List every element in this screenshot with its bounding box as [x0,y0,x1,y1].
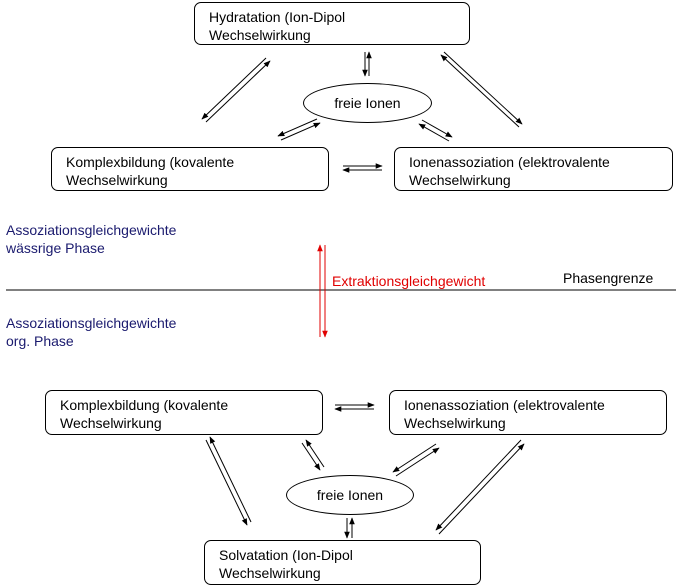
phase-boundary-label: Phasengrenze [563,270,654,286]
solvatation-box: Solvatation (Ion-Dipol Wechselwirkung [204,540,481,585]
org-phase-label-line2: org. Phase [6,333,74,349]
extraction-label: Extraktionsgleichgewicht [332,273,486,289]
eq-komplex-freie-ionen-lower [301,439,325,471]
freie-ionen-lower-ellipse: freie Ionen [286,475,414,515]
eq-hydratation-komplex [201,57,271,123]
eq-freie-ionen-komplex [277,118,321,141]
eq-komplex-ionenassoziation-upper [342,163,383,173]
aq-phase-label-line1: Assoziationsgleichgewichte [6,222,177,238]
solvatation-line1: Solvatation (Ion-Dipol [219,547,353,563]
hydratation-line1: Hydratation (Ion-Dipol [209,9,346,25]
ionenassoziation-lower-box: Ionenassoziation (elektrovalente Wechsel… [389,390,667,435]
org-phase-label: Assoziationsgleichgewichte org. Phase [6,314,176,350]
eq-freie-ionen-solvatation [344,517,355,539]
eq-hydratation-ionenassoziation [440,51,523,128]
solvatation-line2: Wechselwirkung [219,565,321,581]
ionenassoziation-lower-line2: Wechselwirkung [404,415,506,431]
komplexbildung-upper-line2: Wechselwirkung [66,172,168,188]
hydratation-line2: Wechselwirkung [209,27,311,43]
eq-hydratation-freie-ionen [362,51,372,77]
aq-phase-label-line2: wässrige Phase [6,240,105,256]
komplexbildung-lower-box: Komplexbildung (kovalente Wechselwirkung [45,390,323,435]
hydratation-box: Hydratation (Ion-Dipol Wechselwirkung [194,2,470,45]
org-phase-label-line1: Assoziationsgleichgewichte [6,315,177,331]
ionenassoziation-upper-line1: Ionenassoziation (elektrovalente [409,154,610,170]
eq-freie-ionen-ionenassoziation [418,119,453,142]
aq-phase-label: Assoziationsgleichgewichte wässrige Phas… [6,221,176,257]
ionenassoziation-upper-line2: Wechselwirkung [409,172,511,188]
eq-extraction [317,244,328,338]
ionenassoziation-upper-box: Ionenassoziation (elektrovalente Wechsel… [394,147,673,191]
eq-ionenassoziation-solvatation [435,439,525,535]
freie-ionen-upper-ellipse: freie Ionen [303,83,432,123]
komplexbildung-lower-line2: Wechselwirkung [60,415,162,431]
eq-komplex-ionenassoziation-lower [334,402,375,412]
eq-ionenassoziation-freie-ionen-lower [392,443,440,477]
eq-komplex-solvatation [205,436,252,526]
komplexbildung-upper-line1: Komplexbildung (kovalente [66,154,235,170]
freie-ionen-lower-label: freie Ionen [316,487,384,503]
komplexbildung-lower-line1: Komplexbildung (kovalente [60,397,229,413]
ionenassoziation-lower-line1: Ionenassoziation (elektrovalente [404,397,605,413]
komplexbildung-upper-box: Komplexbildung (kovalente Wechselwirkung [51,147,329,191]
freie-ionen-upper-label: freie Ionen [334,95,401,111]
